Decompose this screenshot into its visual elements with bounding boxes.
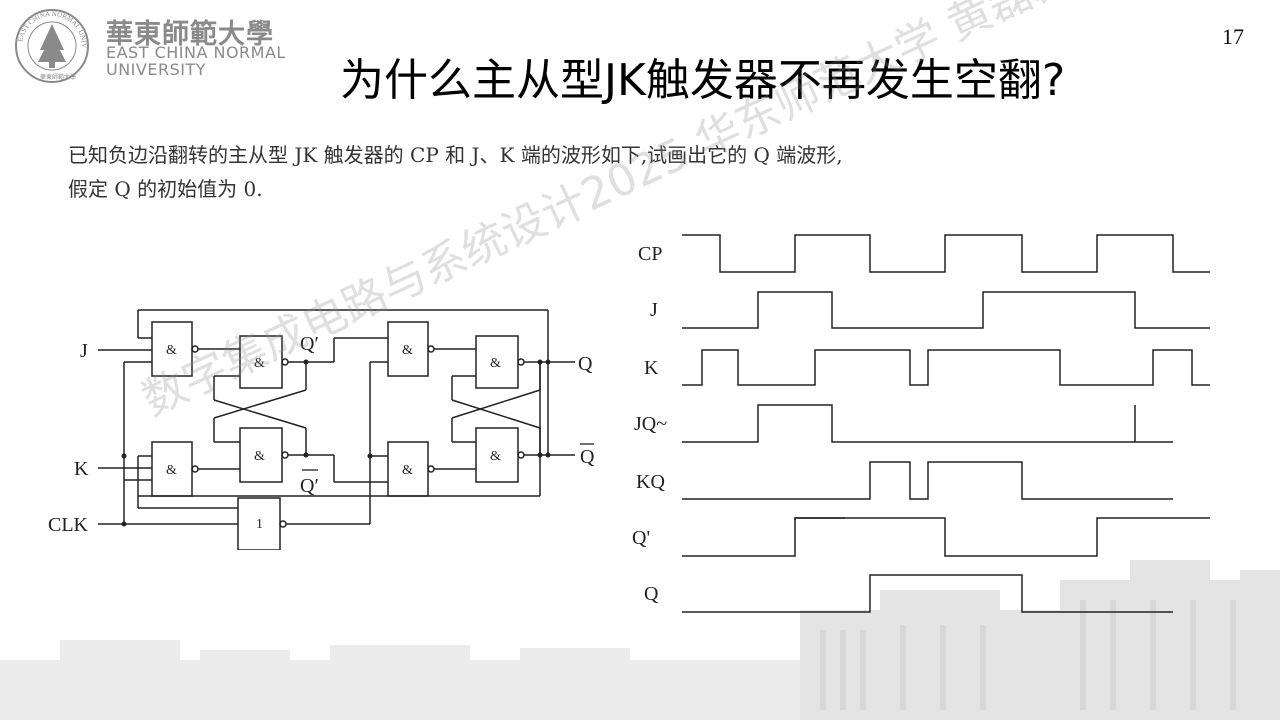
svg-text:&: &: [402, 463, 413, 478]
label-clk: CLK: [48, 514, 89, 536]
timing-label-kq: KQ: [636, 471, 665, 493]
problem-line-2: 假定 Q 的初始值为 0.: [68, 177, 263, 201]
timing-label-q: Q: [644, 583, 659, 605]
wave-k: [682, 349, 1210, 386]
problem-line-1: 已知负边沿翻转的主从型 JK 触发器的 CP 和 J、K 端的波形如下,试画出它…: [68, 143, 843, 167]
svg-text:1: 1: [256, 517, 263, 532]
label-j: J: [80, 340, 88, 362]
slide-title: 为什么主从型JK触发器不再发生空翻?: [340, 55, 1066, 106]
wave-j: [682, 291, 1210, 329]
timing-diagram: CP J K JQ~ KQ Q' Q: [632, 234, 1210, 613]
svg-text:&: &: [166, 463, 177, 478]
timing-label-cp: CP: [638, 243, 662, 265]
label-q-prime-bar: Q′: [300, 475, 319, 497]
timing-label-j: J: [650, 299, 658, 321]
university-name-en: EAST CHINA NORMAL UNIVERSITY: [106, 43, 286, 79]
svg-text:&: &: [402, 343, 413, 358]
university-name-cn: 華東師範大學: [106, 19, 274, 50]
timing-label-q-prime: Q': [632, 527, 650, 549]
problem-statement: 已知负边沿翻转的主从型 JK 触发器的 CP 和 J、K 端的波形如下,试画出它…: [68, 138, 843, 206]
wave-q: [682, 574, 1173, 613]
svg-text:&: &: [490, 449, 501, 464]
university-logo: EAST CHINA NORMAL UNIVERSITY 華東師範大學 華東師範…: [10, 6, 300, 86]
wave-cp: [682, 234, 1210, 273]
label-q-prime: Q′: [300, 333, 319, 355]
label-q-bar: Q: [580, 446, 595, 468]
svg-text:&: &: [490, 356, 501, 371]
label-q: Q: [578, 353, 593, 375]
svg-text:&: &: [166, 343, 177, 358]
svg-text:華東師範大學: 華東師範大學: [40, 73, 76, 81]
wave-jq: [682, 404, 1173, 443]
svg-text:&: &: [254, 449, 265, 464]
wave-q-prime: [682, 517, 845, 557]
timing-label-jq: JQ~: [634, 413, 667, 435]
svg-text:&: &: [254, 356, 265, 371]
page-number: 17: [1222, 24, 1244, 49]
master-slave-jk-circuit: & & & & & & & & 1 J K CLK Q′ Q′ Q Q: [48, 309, 595, 550]
label-k: K: [74, 458, 89, 480]
timing-label-k: K: [644, 357, 659, 379]
university-seal-icon: EAST CHINA NORMAL UNIVERSITY 華東師範大學: [10, 6, 89, 83]
wave-kq: [682, 461, 1173, 500]
